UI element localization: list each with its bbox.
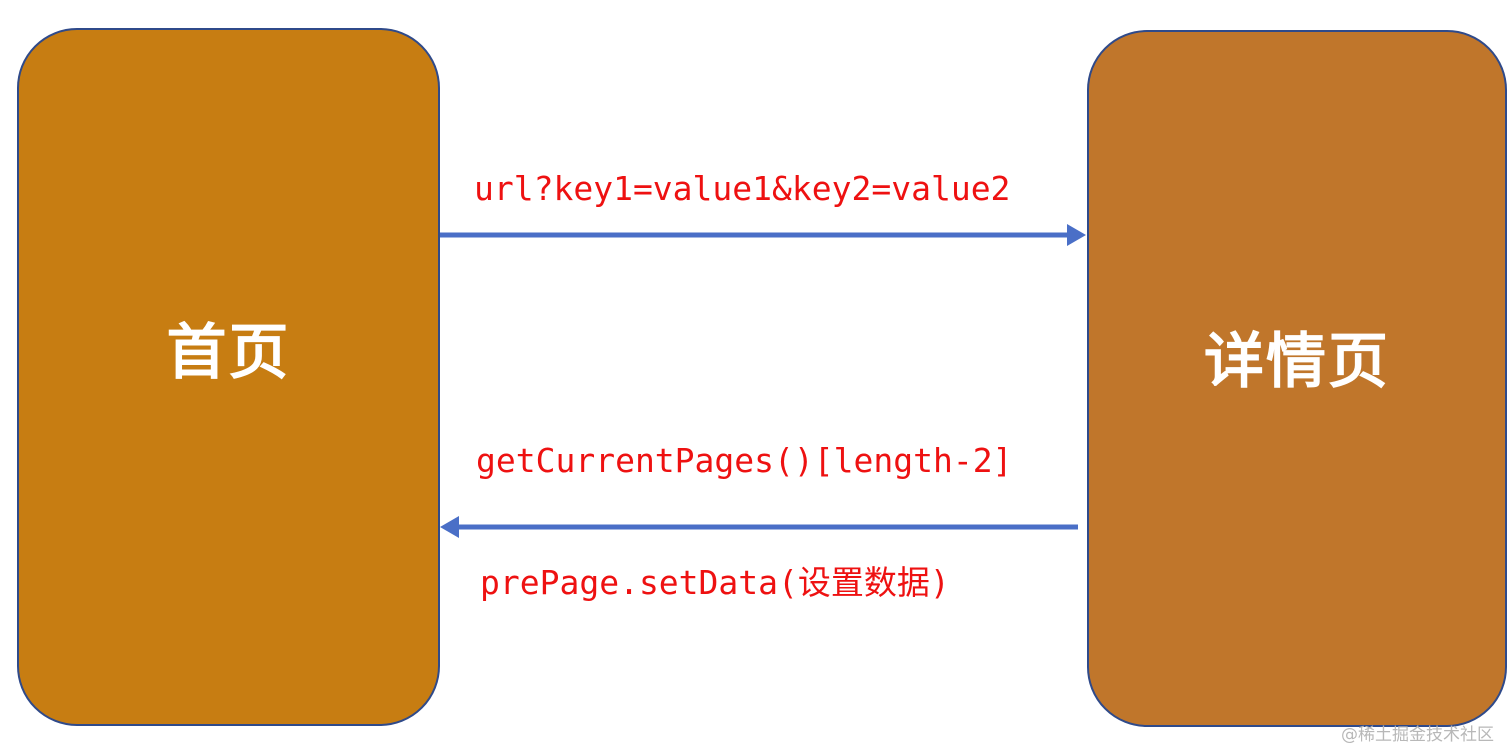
forward-arrow-head [1067,224,1086,246]
back-arrow-head [440,516,459,538]
back-edge-label-above: getCurrentPages()[length-2] [476,441,1013,480]
home-page-node: 首页 [17,28,440,726]
home-page-label: 首页 [166,317,291,388]
watermark: @稀土掘金技术社区 [1341,725,1494,745]
back-edge-label-below: prePage.setData(设置数据) [480,563,950,602]
forward-arrow [440,224,1086,246]
detail-page-node: 详情页 [1087,30,1507,727]
back-arrow [440,516,1078,538]
forward-edge-label: url?key1=value1&key2=value2 [474,169,1011,208]
detail-page-label: 详情页 [1204,326,1390,397]
